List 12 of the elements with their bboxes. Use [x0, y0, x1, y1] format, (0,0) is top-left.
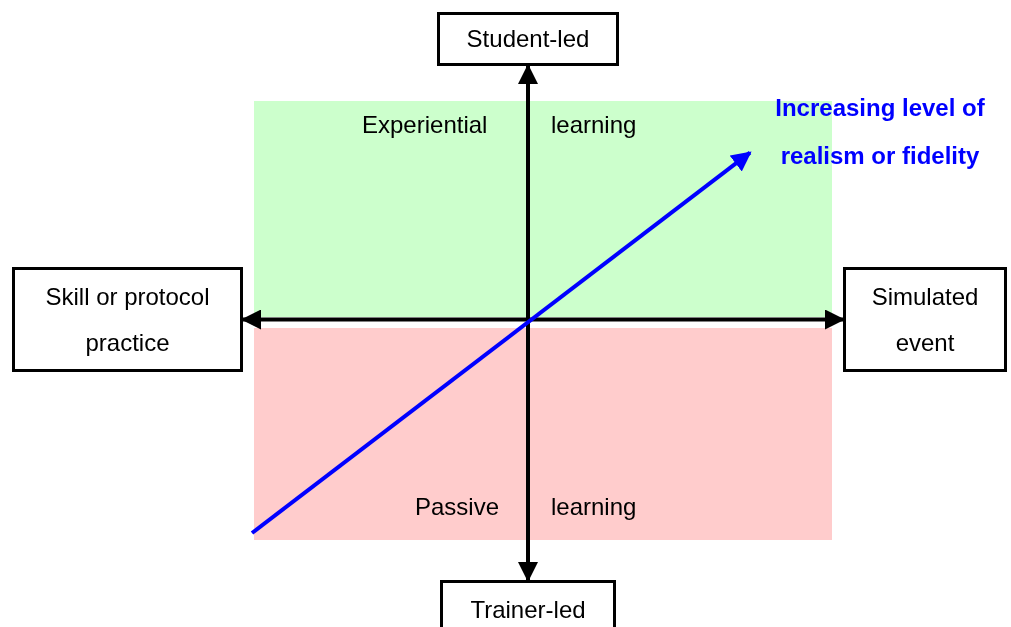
arrow	[250, 151, 752, 535]
quadrant-label: learning	[551, 111, 637, 139]
label-box: Skill or protocol practice	[12, 267, 243, 372]
quadrant-label: Passive	[415, 493, 500, 521]
label-box: Student-led	[437, 12, 619, 66]
arrow	[518, 64, 538, 582]
arrow	[241, 309, 845, 330]
quadrant-label: Experiential	[362, 111, 488, 139]
label-box: Simulated event	[843, 267, 1007, 372]
axis-caption: Increasing level of realism or fidelity	[750, 84, 1010, 180]
label-box: Trainer-led	[440, 580, 616, 627]
quadrant-label: learning	[551, 493, 637, 521]
